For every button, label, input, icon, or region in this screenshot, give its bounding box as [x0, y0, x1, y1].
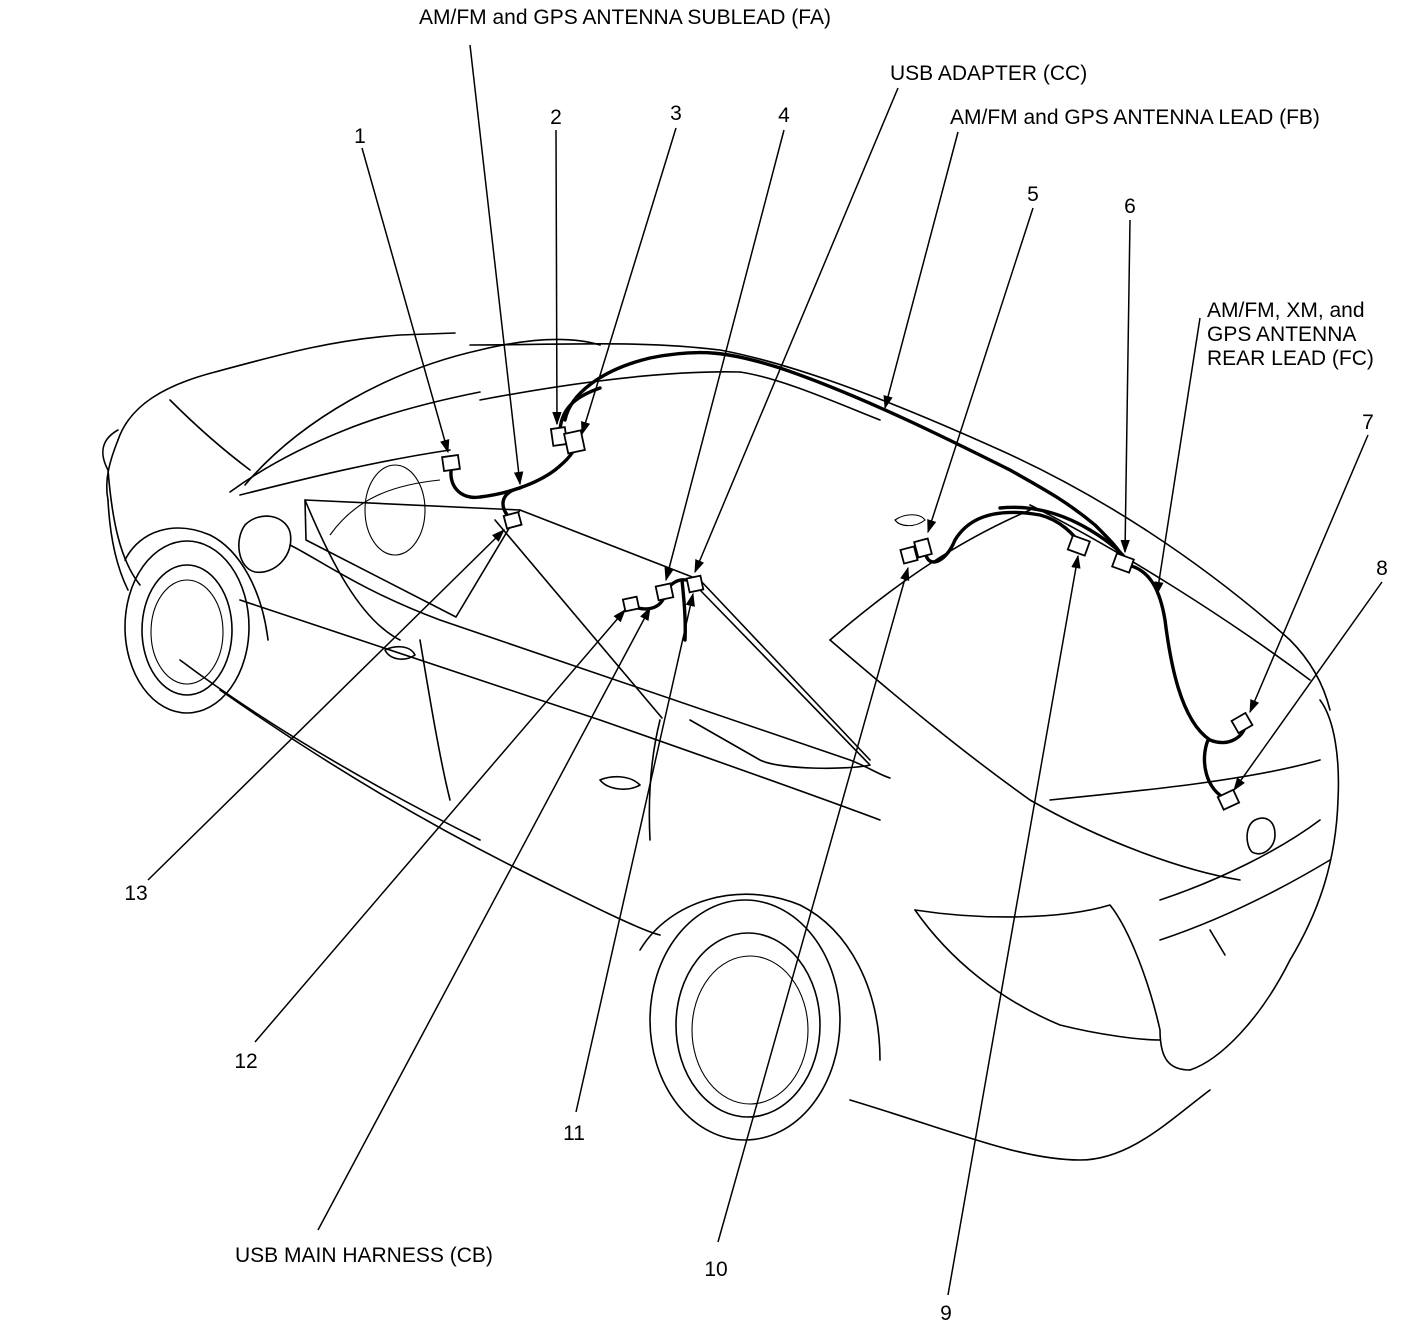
leader-6 — [1120, 219, 1131, 554]
connectors — [441, 426, 1254, 811]
leader-1 — [361, 147, 450, 454]
number-6: 6 — [1124, 195, 1136, 218]
leader-cb — [317, 606, 651, 1231]
leader-7 — [1249, 434, 1369, 714]
label-rear-lead-fc-line3: REAR LEAD (FC) — [1207, 347, 1374, 370]
number-7: 7 — [1362, 411, 1374, 434]
label-usb-adapter-cc: USB ADAPTER (CC) — [890, 62, 1087, 85]
number-11: 11 — [563, 1122, 585, 1145]
leader-12 — [254, 608, 626, 1043]
leader-fc — [1154, 317, 1201, 596]
connector-10 — [899, 545, 919, 565]
connector-usb-adapter — [685, 574, 705, 594]
number-12: 12 — [234, 1050, 257, 1073]
antenna-lead-fb-rear-wire-2 — [998, 505, 1132, 567]
leader-fb — [883, 131, 959, 410]
number-3: 3 — [670, 102, 682, 125]
rear-lead-fc-wire-2 — [1202, 738, 1230, 802]
number-5: 5 — [1027, 183, 1039, 206]
connector-5 — [913, 537, 933, 559]
number-4: 4 — [778, 104, 790, 127]
number-2: 2 — [550, 106, 562, 129]
leader-cc — [694, 87, 899, 574]
connector-6 — [1110, 552, 1136, 574]
vehicle-outline — [102, 332, 1340, 1161]
wiring-harness — [449, 350, 1247, 802]
antenna-lead-fb-wire — [563, 350, 1127, 562]
label-rear-lead-fc-line1: AM/FM, XM, and — [1207, 299, 1365, 322]
connector-3 — [563, 429, 586, 455]
leader-13 — [147, 529, 505, 881]
label-usb-main-harness-cb: USB MAIN HARNESS (CB) — [235, 1244, 493, 1267]
leader-fa — [469, 44, 524, 486]
leader-3 — [581, 127, 677, 436]
leader-lines — [147, 44, 1383, 1296]
callout-labels: AM/FM and GPS ANTENNA SUBLEAD (FA) USB A… — [235, 6, 1374, 1267]
connector-8 — [1216, 788, 1241, 811]
number-10: 10 — [704, 1258, 727, 1281]
label-antenna-lead-fb: AM/FM and GPS ANTENNA LEAD (FB) — [950, 106, 1320, 129]
label-antenna-sublead-fa: AM/FM and GPS ANTENNA SUBLEAD (FA) — [419, 6, 831, 29]
number-8: 8 — [1376, 557, 1388, 580]
connector-9 — [1066, 534, 1092, 557]
leader-4 — [664, 129, 785, 582]
leader-5 — [927, 207, 1034, 534]
number-1: 1 — [354, 125, 366, 148]
connector-7 — [1230, 711, 1254, 735]
number-13: 13 — [124, 882, 147, 905]
leader-2 — [552, 129, 562, 426]
connector-4 — [654, 582, 675, 602]
leader-8 — [1233, 581, 1383, 792]
label-rear-lead-fc-line2: GPS ANTENNA — [1207, 323, 1356, 346]
leader-10 — [717, 566, 910, 1243]
callout-numbers: 1 2 3 4 5 6 7 8 9 10 11 12 13 — [124, 102, 1388, 1325]
rear-lead-fc-wire — [1126, 563, 1247, 745]
leader-11 — [575, 592, 695, 1113]
connector-11 — [621, 595, 641, 613]
number-9: 9 — [940, 1302, 952, 1325]
connector-1 — [441, 453, 461, 473]
antenna-lead-fb-rear-wire — [923, 510, 1082, 564]
leader-9 — [947, 554, 1081, 1296]
connector-13 — [502, 511, 523, 530]
usb-adapter-wire-2 — [680, 578, 687, 642]
